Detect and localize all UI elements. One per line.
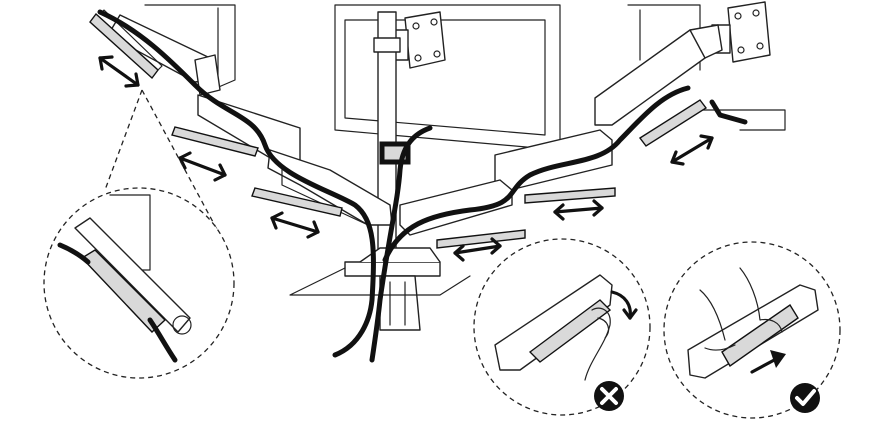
center-pole [373,11,411,253]
slide-arrow-right-upper [670,134,714,166]
right-upper-arm [594,24,723,126]
detail-callout-left [43,89,235,379]
detail-callout-wrong [473,238,651,416]
center-monitor [334,4,561,151]
cable-bundle [97,9,748,363]
check-mark-icon [790,383,820,413]
slide-arrow-top-left [98,55,140,88]
desk-clamp [289,247,471,331]
cable-cover-lower-left [251,187,343,217]
slide-arrow-right-mid [553,199,604,221]
right-vesa-plate [711,1,771,63]
cable-cover-right-mid [524,187,616,204]
cable-cover-right-upper [638,99,708,147]
detail-callout-correct [663,241,841,419]
cable-cover-right-lower [436,229,526,249]
slide-arrow-right-lower [453,237,502,262]
left-lower-arm [197,94,393,226]
slide-arrow-lower-left [270,211,320,239]
slide-arrow-mid-left [178,151,227,182]
cable-cover-mid-left [171,126,259,157]
